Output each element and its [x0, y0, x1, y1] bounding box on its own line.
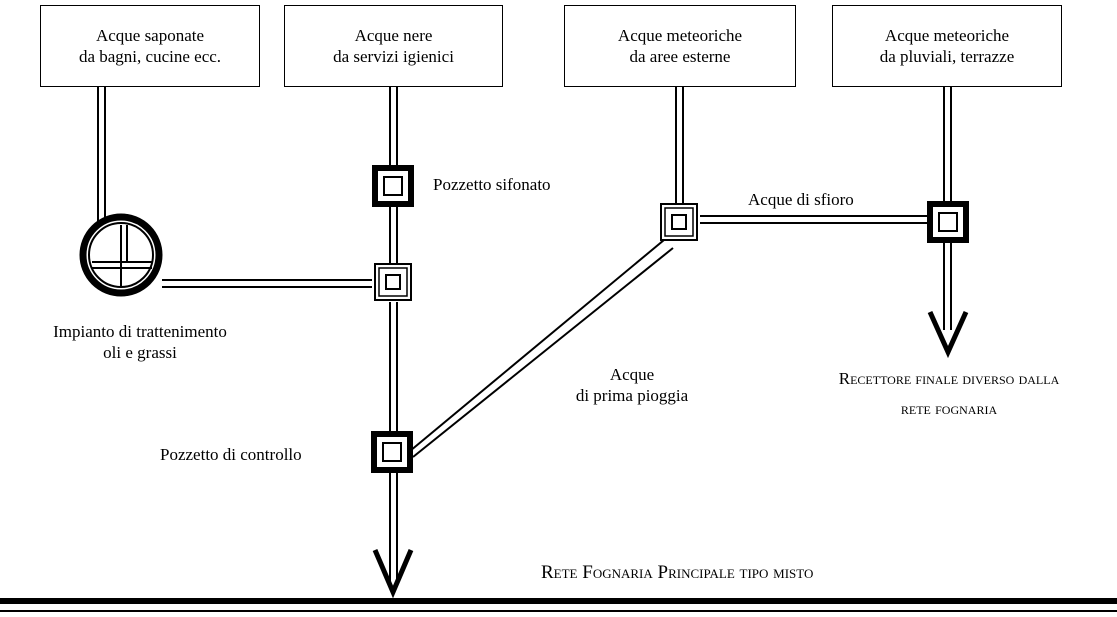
label-pozzetto-controllo: Pozzetto di controllo [160, 445, 302, 464]
source-box-meteoriche-pluviali: Acque meteoriche da pluviali, terrazze [832, 5, 1062, 87]
label-pozzetto-sifonato: Pozzetto sifonato [433, 175, 551, 194]
main-sewer-line-thin [0, 610, 1117, 612]
pozzetto-controllo-icon [371, 431, 413, 473]
source-pluviali-line2: da pluviali, terrazze [879, 47, 1015, 66]
arrow-down-recettore-icon [927, 310, 969, 359]
label-acque-sfioro: Acque di sfioro [748, 190, 854, 209]
source-box-meteoriche-esterne: Acque meteoriche da aree esterne [564, 5, 796, 87]
source-esterne-line2: da aree esterne [629, 47, 731, 66]
label-recettore-line1: Recettore finale diverso dalla [838, 369, 1060, 388]
pozzetto-sifonato-pluviali-icon [927, 201, 969, 243]
label-rete-fognaria: Rete Fognaria Principale tipo misto [541, 562, 814, 583]
source-saponate-line1: Acque saponate [95, 26, 205, 45]
grease-trap-icon [79, 213, 163, 297]
junction-pozzetto-icon [374, 263, 412, 301]
source-nere-line2: da servizi igienici [333, 47, 454, 66]
pipe-meteoriche-esterne-down [675, 86, 684, 203]
source-box-saponate: Acque saponate da bagni, cucine ecc. [40, 5, 260, 87]
source-box-nere: Acque nere da servizi igienici [284, 5, 503, 87]
label-impianto-line1: Impianto di trattenimento [53, 322, 227, 341]
main-sewer-line [0, 598, 1117, 604]
pozzetto-sifonato-icon [372, 165, 414, 207]
label-recettore: Recettore finale diverso dalla rete fogn… [784, 364, 1114, 424]
label-prima-pioggia-line2: di prima pioggia [575, 386, 689, 405]
source-nere-line1: Acque nere [354, 26, 433, 45]
pipe-sfioro [700, 215, 930, 224]
pipe-grease-to-junction [162, 279, 372, 288]
label-prima-pioggia-line1: Acque [609, 365, 655, 384]
arrow-down-main-icon [372, 549, 414, 599]
label-impianto-line2: oli e grassi [103, 343, 177, 362]
pipe-nere-down [389, 86, 398, 586]
label-prima-pioggia: Acque di prima pioggia [552, 364, 712, 406]
pipe-saponate-down [97, 86, 106, 228]
source-esterne-line1: Acque meteoriche [617, 26, 743, 45]
source-saponate-line2: da bagni, cucine ecc. [78, 47, 222, 66]
pozzetto-scolmatore-icon [660, 203, 698, 241]
source-pluviali-line1: Acque meteoriche [884, 26, 1010, 45]
pipe-prima-pioggia [409, 239, 674, 458]
label-recettore-line2: rete fognaria [900, 399, 998, 418]
pipe-pluviali-down [943, 86, 952, 330]
label-impianto: Impianto di trattenimento oli e grassi [22, 321, 258, 363]
